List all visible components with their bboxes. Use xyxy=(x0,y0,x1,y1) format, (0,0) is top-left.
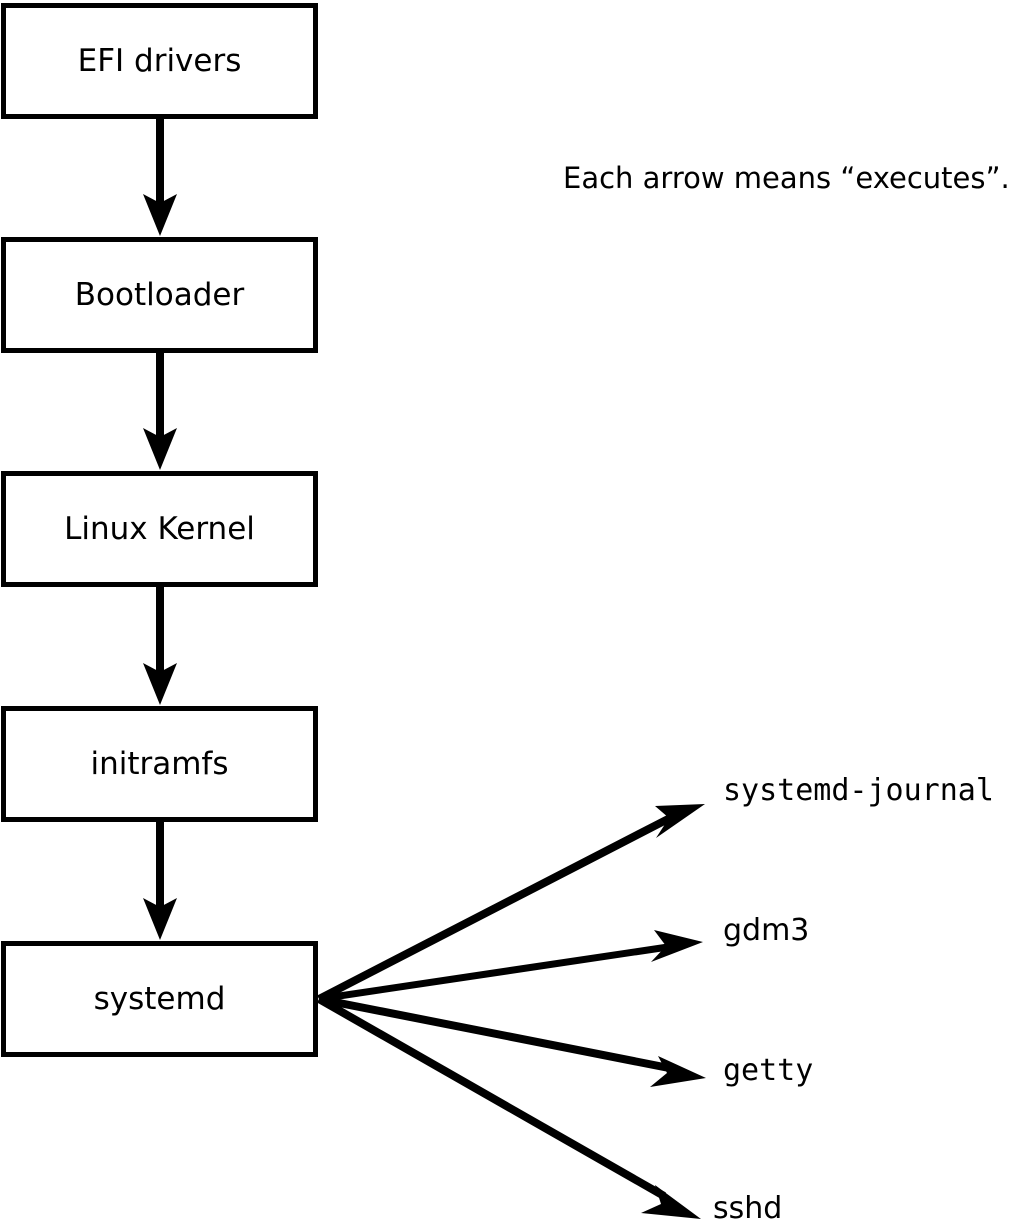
leaf-label-systemd-journal[interactable]: systemd-journal xyxy=(723,773,994,808)
node-linux-kernel-label: Linux Kernel xyxy=(64,510,255,547)
node-initramfs[interactable]: initramfs xyxy=(1,706,318,822)
node-initramfs-label: initramfs xyxy=(90,745,229,782)
node-systemd-label: systemd xyxy=(93,980,226,1017)
node-systemd[interactable]: systemd xyxy=(1,941,318,1057)
node-bootloader-label: Bootloader xyxy=(74,276,245,313)
chain-arrow-initramfs-to-systemd xyxy=(143,822,177,940)
arrow-meaning-annotation: Each arrow means “executes”. xyxy=(563,161,1010,195)
leaf-label-gdm3[interactable]: gdm3 xyxy=(723,913,810,948)
node-bootloader[interactable]: Bootloader xyxy=(1,237,318,353)
leaf-label-sshd[interactable]: sshd xyxy=(713,1191,783,1226)
chain-arrow-efi-to-bootloader xyxy=(143,119,177,236)
node-efi-drivers[interactable]: EFI drivers xyxy=(1,3,318,119)
fan-arrow-getty xyxy=(318,995,706,1087)
leaf-label-getty[interactable]: getty xyxy=(723,1053,814,1088)
node-efi-drivers-label: EFI drivers xyxy=(77,42,242,79)
chain-arrow-kernel-to-initramfs xyxy=(143,587,177,705)
fan-arrow-gdm3 xyxy=(318,930,703,1003)
fan-arrow-sshd xyxy=(317,995,701,1219)
node-linux-kernel[interactable]: Linux Kernel xyxy=(1,471,318,587)
fan-arrow-systemd-journal xyxy=(317,804,705,1003)
chain-arrow-bootloader-to-kernel xyxy=(143,353,177,470)
